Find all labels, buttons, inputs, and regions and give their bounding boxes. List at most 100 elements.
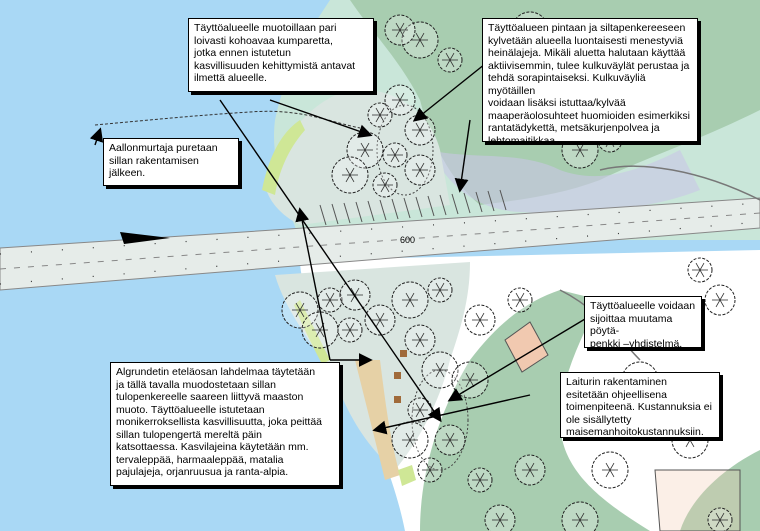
tree-branch (445, 439, 451, 448)
tree-branch (419, 169, 425, 178)
tree-branch (349, 322, 355, 331)
tree-branch (375, 312, 381, 321)
tree-branch (529, 462, 535, 471)
tree-branch (515, 292, 521, 301)
tree-branch (390, 147, 396, 156)
tree-branch (579, 512, 585, 521)
tree-branch (419, 332, 425, 341)
tree-branch (415, 402, 421, 411)
tree-branch (354, 287, 360, 296)
embankment-hatching (319, 189, 507, 226)
building-south (504, 321, 549, 373)
tree-branch (419, 39, 425, 48)
tree-branch (695, 269, 701, 278)
tree-branch (519, 299, 525, 308)
tree-branch (449, 432, 455, 441)
tree-branch (395, 22, 401, 31)
tree-branch (295, 302, 301, 311)
tree-branch (479, 319, 485, 328)
tree-branch (399, 92, 405, 101)
arrow-mounds-2 (219, 99, 442, 423)
tree-icon (561, 501, 599, 531)
tree-branch (715, 519, 721, 528)
tree-branch (429, 469, 435, 478)
note-breakwater: Aallonmurtaja puretaan sillan rakentamis… (103, 138, 239, 186)
note-bench: Täyttöalueelle voidaan sijoittaa muutama… (584, 296, 702, 350)
tree-icon (484, 504, 516, 531)
tree-branch (380, 177, 386, 186)
tree-branch (449, 52, 455, 61)
tree-branch (329, 292, 335, 301)
mound-south (411, 369, 469, 471)
side-road (599, 165, 760, 201)
arrow-breakwater (89, 127, 104, 146)
tree-branch (379, 319, 385, 328)
tree-branch (360, 142, 366, 151)
north-lilac-zone (430, 150, 700, 213)
tree-branch (605, 469, 611, 478)
tree-branch (325, 292, 331, 301)
tree-branch (379, 312, 385, 321)
tree-branch (465, 372, 471, 381)
tree-branch (499, 519, 505, 528)
tree-branch (439, 282, 445, 291)
tree-branch (495, 519, 501, 528)
bridge-road (0, 197, 760, 291)
tree-branch (419, 32, 425, 41)
tree-branch (419, 339, 425, 348)
tree-branch (345, 329, 351, 338)
tree-branch (515, 299, 521, 308)
tree-branch (685, 439, 691, 448)
sand-shore (355, 360, 400, 480)
tree-branch (575, 142, 581, 151)
tree-branch (415, 39, 421, 48)
tree-branch (415, 32, 421, 41)
tree-branch (349, 167, 355, 176)
tree-branch (415, 332, 421, 341)
tree-branch (579, 149, 585, 158)
tree-branch (350, 287, 356, 296)
tree-branch (375, 107, 381, 116)
tree-branch (319, 329, 325, 338)
tree-branch (395, 29, 401, 38)
tree-branch (529, 469, 535, 478)
note-pier: Laiturin rakentaminen esitetään ohjeelli… (560, 372, 720, 438)
tree-branch (405, 432, 411, 441)
tree-branch (415, 162, 421, 171)
tree-branch (575, 149, 581, 158)
arrow-south-1 (295, 207, 331, 361)
tree-branch (575, 519, 581, 528)
tree-branch (499, 512, 505, 521)
tree-branch (394, 147, 400, 156)
fill-area-north (265, 89, 450, 226)
tree-branch (364, 142, 370, 151)
tree-branch (349, 329, 355, 338)
tree-branch (379, 114, 385, 123)
road-centerline (0, 212, 760, 270)
tree-branch (409, 439, 415, 448)
tree-branch (419, 402, 425, 411)
tree-branch (360, 149, 366, 158)
annotation-arrows (89, 59, 601, 435)
mound-north (376, 104, 434, 196)
tree-branch (295, 309, 301, 318)
tree-branch (315, 329, 321, 338)
tree-branch (315, 322, 321, 331)
tree-branch (409, 292, 415, 301)
tree-branch (719, 299, 725, 308)
tree-branch (399, 99, 405, 108)
tree-branch (469, 372, 475, 381)
tree-branch (579, 142, 585, 151)
tree-branch (399, 29, 405, 38)
tree-branch (695, 262, 701, 271)
tree-branch (715, 512, 721, 521)
tree-branch (429, 462, 435, 471)
tree-branch (390, 154, 396, 163)
tree-branch (689, 439, 695, 448)
tree-branch (364, 149, 370, 158)
tree-branch (399, 22, 405, 31)
tree-branch (575, 512, 581, 521)
note-fill-mounds: Täyttöalueelle muotoillaan pari loivasti… (188, 18, 374, 92)
tree-branch (415, 409, 421, 418)
tree-branch (579, 519, 585, 528)
